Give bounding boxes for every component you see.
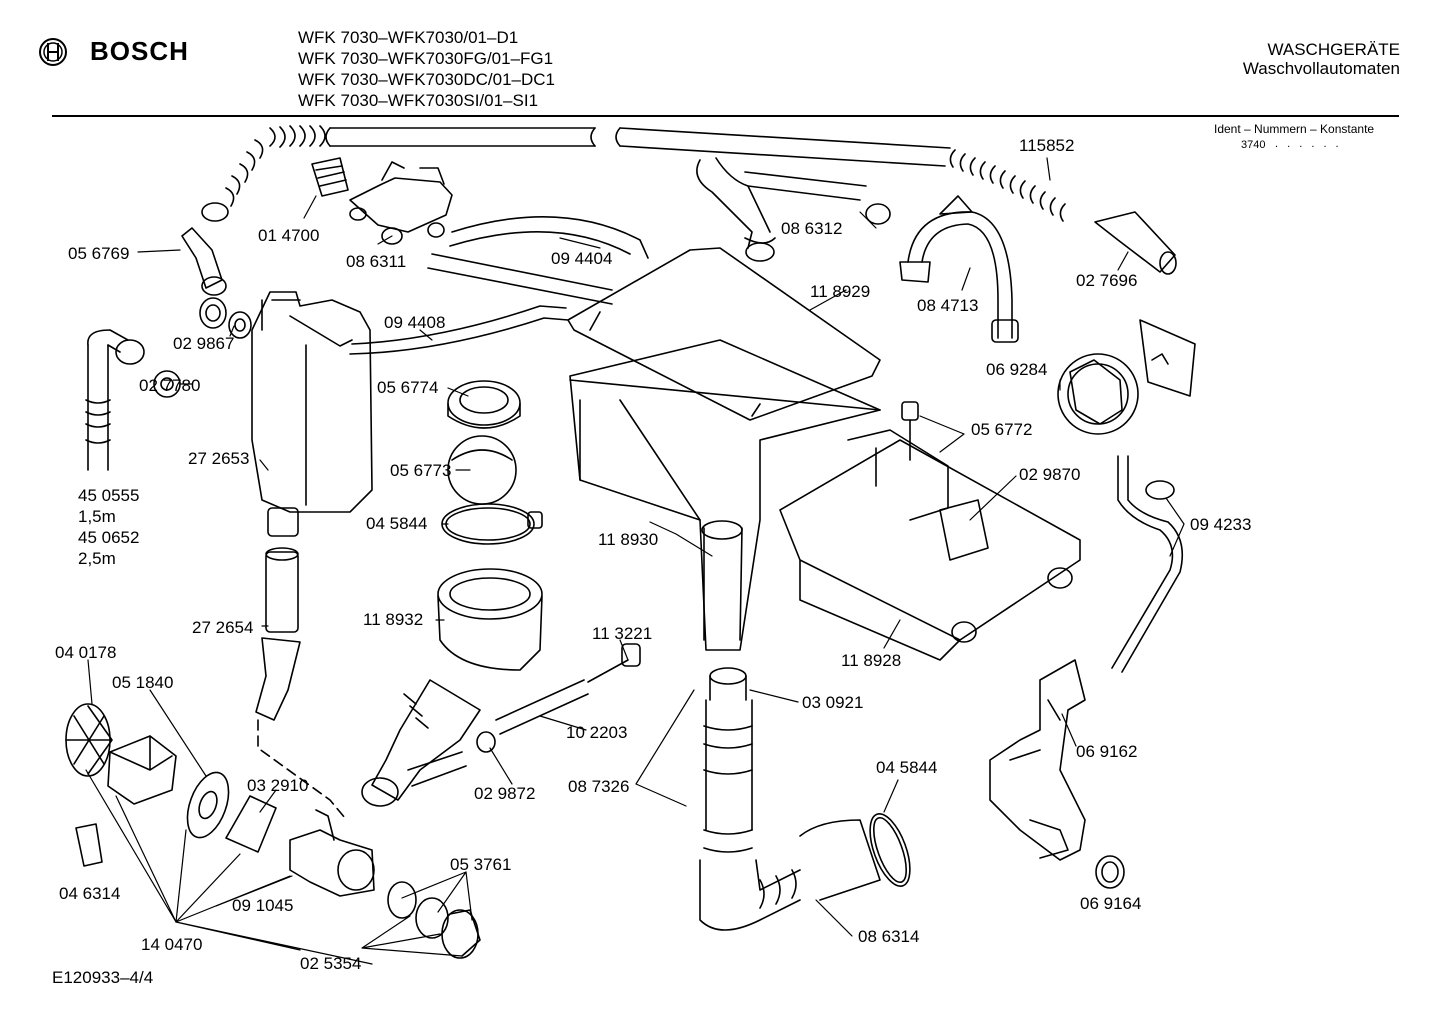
part-number: 05 3761 bbox=[450, 855, 512, 874]
part-number: 08 6311 bbox=[346, 252, 407, 271]
part-number: 04 5844 bbox=[876, 758, 938, 777]
mounting-bracket-part bbox=[989, 659, 1086, 861]
inlet-valve-part bbox=[311, 157, 453, 245]
curved-hose-part bbox=[696, 157, 891, 262]
part-number: 05 1840 bbox=[112, 673, 174, 692]
leader-lines bbox=[85, 157, 1185, 965]
part-number: 45 0555 bbox=[78, 486, 140, 505]
part-number: 05 6772 bbox=[971, 420, 1033, 439]
sump-part bbox=[361, 568, 543, 807]
part-number: 05 6769 bbox=[68, 244, 130, 263]
part-number: 1,5m bbox=[78, 507, 116, 526]
part-number: 03 0921 bbox=[802, 693, 864, 712]
detergent-tray-part bbox=[779, 429, 1081, 661]
bosch-logo-icon bbox=[39, 37, 67, 66]
pump-cover-part bbox=[225, 795, 277, 853]
part-number: 09 1045 bbox=[232, 896, 294, 915]
header-divider bbox=[52, 115, 1399, 117]
part-number: 115852 bbox=[1019, 136, 1075, 155]
inlet-hose-part bbox=[201, 125, 1066, 222]
dispenser-body-part bbox=[569, 339, 881, 651]
screw-part bbox=[901, 401, 919, 461]
part-number: 11 8932 bbox=[363, 610, 424, 629]
part-number: 45 0652 bbox=[78, 528, 140, 547]
part-number: 10 2203 bbox=[566, 723, 628, 742]
ident-code: 3740 bbox=[1241, 139, 1266, 151]
connecting-hose-part bbox=[427, 216, 649, 305]
part-number: 27 2654 bbox=[192, 618, 254, 637]
pressure-switch-part bbox=[1057, 319, 1196, 435]
part-number: 11 8930 bbox=[598, 530, 659, 549]
part-number: 02 5354 bbox=[300, 954, 362, 973]
part-number: 27 2653 bbox=[188, 449, 250, 468]
hose-clamp-part bbox=[869, 813, 911, 887]
part-number: 04 0178 bbox=[55, 643, 117, 662]
part-number: 14 0470 bbox=[141, 935, 203, 954]
elbow-part bbox=[181, 227, 252, 339]
part-number: 02 7696 bbox=[1076, 271, 1138, 290]
pump-housing-part bbox=[289, 809, 375, 897]
category-title: WASCHGERÄTE bbox=[1267, 40, 1400, 59]
part-number: 08 7326 bbox=[568, 777, 630, 796]
hose-bracket-part bbox=[899, 195, 1019, 343]
plug-part bbox=[1095, 855, 1125, 889]
drain-hose-part bbox=[85, 329, 181, 471]
part-number: 08 6312 bbox=[781, 219, 843, 238]
part-number: 11 3221 bbox=[592, 624, 653, 643]
part-number: 08 6314 bbox=[858, 927, 920, 946]
brand: BOSCH bbox=[38, 36, 189, 67]
model-line: WFK 7030–WFK7030/01–D1 bbox=[298, 28, 519, 47]
part-number: 09 4408 bbox=[384, 313, 446, 332]
part-number: 02 7780 bbox=[139, 376, 201, 395]
part-number: 11 8929 bbox=[810, 282, 871, 301]
pump-filter-part bbox=[387, 881, 481, 959]
part-number: 05 6773 bbox=[390, 461, 452, 480]
pump-fan-part bbox=[65, 703, 113, 777]
model-line: WFK 7030–WFK7030FG/01–FG1 bbox=[298, 49, 554, 68]
part-number: 08 4713 bbox=[917, 296, 979, 315]
part-number: 04 5844 bbox=[366, 514, 428, 533]
drain-pipe-part bbox=[699, 667, 881, 931]
ident-label: Ident – Nummern – Konstante bbox=[1214, 122, 1375, 136]
category: WASCHGERÄTE Waschvollautomaten bbox=[1243, 40, 1400, 78]
brand-name: BOSCH bbox=[90, 36, 189, 66]
float-seal-part bbox=[441, 380, 543, 545]
dispenser-housing-part bbox=[251, 291, 373, 537]
inlet-pipe-part bbox=[255, 547, 346, 819]
vent-hose-part bbox=[349, 305, 569, 355]
part-number: 06 9164 bbox=[1080, 894, 1142, 913]
category-subtitle: Waschvollautomaten bbox=[1242, 59, 1400, 78]
part-number: 06 9284 bbox=[986, 360, 1048, 379]
part-number: 05 6774 bbox=[377, 378, 439, 397]
part-number: 09 4233 bbox=[1190, 515, 1252, 534]
part-number: 11 8928 bbox=[841, 651, 902, 670]
part-number: 02 9867 bbox=[173, 334, 235, 353]
pump-motor-part bbox=[107, 735, 177, 805]
part-number: 06 9162 bbox=[1076, 742, 1138, 761]
part-number: 09 4404 bbox=[551, 249, 613, 268]
pump-impeller-part bbox=[186, 771, 230, 839]
part-number: 04 6314 bbox=[59, 884, 121, 903]
model-line: WFK 7030–WFK7030SI/01–SI1 bbox=[298, 91, 539, 110]
model-list: WFK 7030–WFK7030/01–D1 WFK 7030–WFK7030F… bbox=[298, 28, 555, 112]
part-number: 01 4700 bbox=[258, 226, 320, 245]
drawing-id: E120933–4/4 bbox=[52, 968, 154, 987]
pump-clip-part bbox=[75, 823, 103, 867]
part-number: 2,5m bbox=[78, 549, 116, 568]
pressure-hose-part bbox=[1111, 455, 1184, 673]
part-number: 02 9872 bbox=[474, 784, 536, 803]
heater-rod-part bbox=[476, 643, 641, 753]
model-line: WFK 7030–WFK7030DC/01–DC1 bbox=[298, 70, 556, 89]
ident-dots: . . . . . . bbox=[1275, 138, 1342, 150]
hose-connector-part bbox=[1094, 211, 1177, 275]
detergent-drawer-part bbox=[567, 247, 881, 421]
part-number: 02 9870 bbox=[1019, 465, 1081, 484]
part-number: 03 2910 bbox=[247, 776, 309, 795]
